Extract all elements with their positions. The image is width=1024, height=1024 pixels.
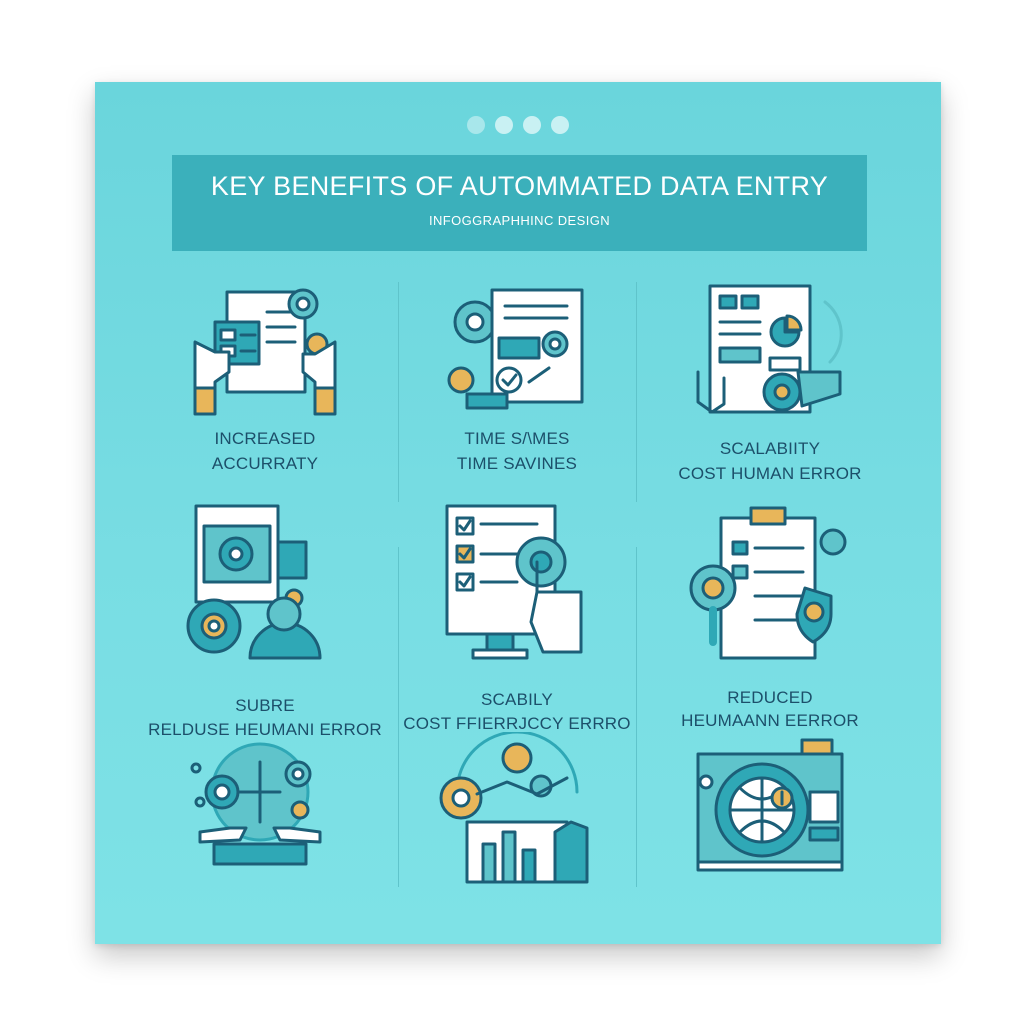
globe-machine-icon [690,732,850,882]
page-dot[interactable] [523,116,541,134]
benefit-card: SCALABIITY COST HUMAN ERROR [645,282,895,492]
benefit-card: REDUCED HEUMAANN EERROR [645,502,895,732]
column-divider [636,547,637,887]
title-banner: KEY BENEFITS OF AUTOMMATED DATA ENTRY IN… [172,155,867,251]
column-divider [398,547,399,887]
page-title: KEY BENEFITS OF AUTOMMATED DATA ENTRY [210,171,829,201]
column-divider [636,282,637,502]
benefit-subtitle: COST FFIERRJCCY ERRRO [403,714,631,733]
report-chart-gear-icon [690,282,850,422]
benefit-card [392,732,642,884]
benefit-card: SUBRE RELDUSE HEUMANI ERROR [140,502,390,739]
checklist-monitor-icon [437,502,597,667]
benefit-subtitle: RELDUSE HEUMANI ERROR [148,720,382,739]
benefit-title: REDUCED [727,688,813,707]
benefit-title: SCABILY [481,690,553,709]
benefit-card [645,732,895,882]
page-subtitle: INFOGGRAPHHINC DESIGN [428,213,611,228]
benefit-title: SUBRE [235,696,295,715]
coin-chart-hand-icon [437,732,597,892]
pagination-dots [95,116,941,134]
benefit-card: SCABILY COST FFIERRJCCY ERRRO [392,502,642,733]
page-dot[interactable] [551,116,569,134]
document-hands-icon [185,282,345,422]
benefit-title: INCREASED [214,429,316,448]
page-dot[interactable] [495,116,513,134]
benefit-subtitle: ACCURRATY [211,454,319,473]
benefit-subtitle: HEUMAANN EERROR [681,711,859,730]
benefit-card: INCREASED ACCURRATY [140,282,390,492]
column-divider [398,282,399,502]
page-dot[interactable] [467,116,485,134]
benefit-title: TIME S/\MES [464,429,570,448]
benefit-title: SCALABIITY [719,439,821,458]
benefit-card: TIME S/\MES TIME SAVINES [392,282,642,492]
benefit-card [140,732,390,882]
network-hands-icon [180,732,340,872]
benefit-subtitle: TIME SAVINES [456,454,578,473]
infographic-poster: KEY BENEFITS OF AUTOMMATED DATA ENTRY IN… [95,82,941,944]
tablet-gears-icon [180,502,340,662]
benefit-subtitle: COST HUMAN ERROR [678,464,862,483]
document-gear-check-icon [437,282,597,422]
clipboard-magnifier-shield-icon [685,502,850,667]
